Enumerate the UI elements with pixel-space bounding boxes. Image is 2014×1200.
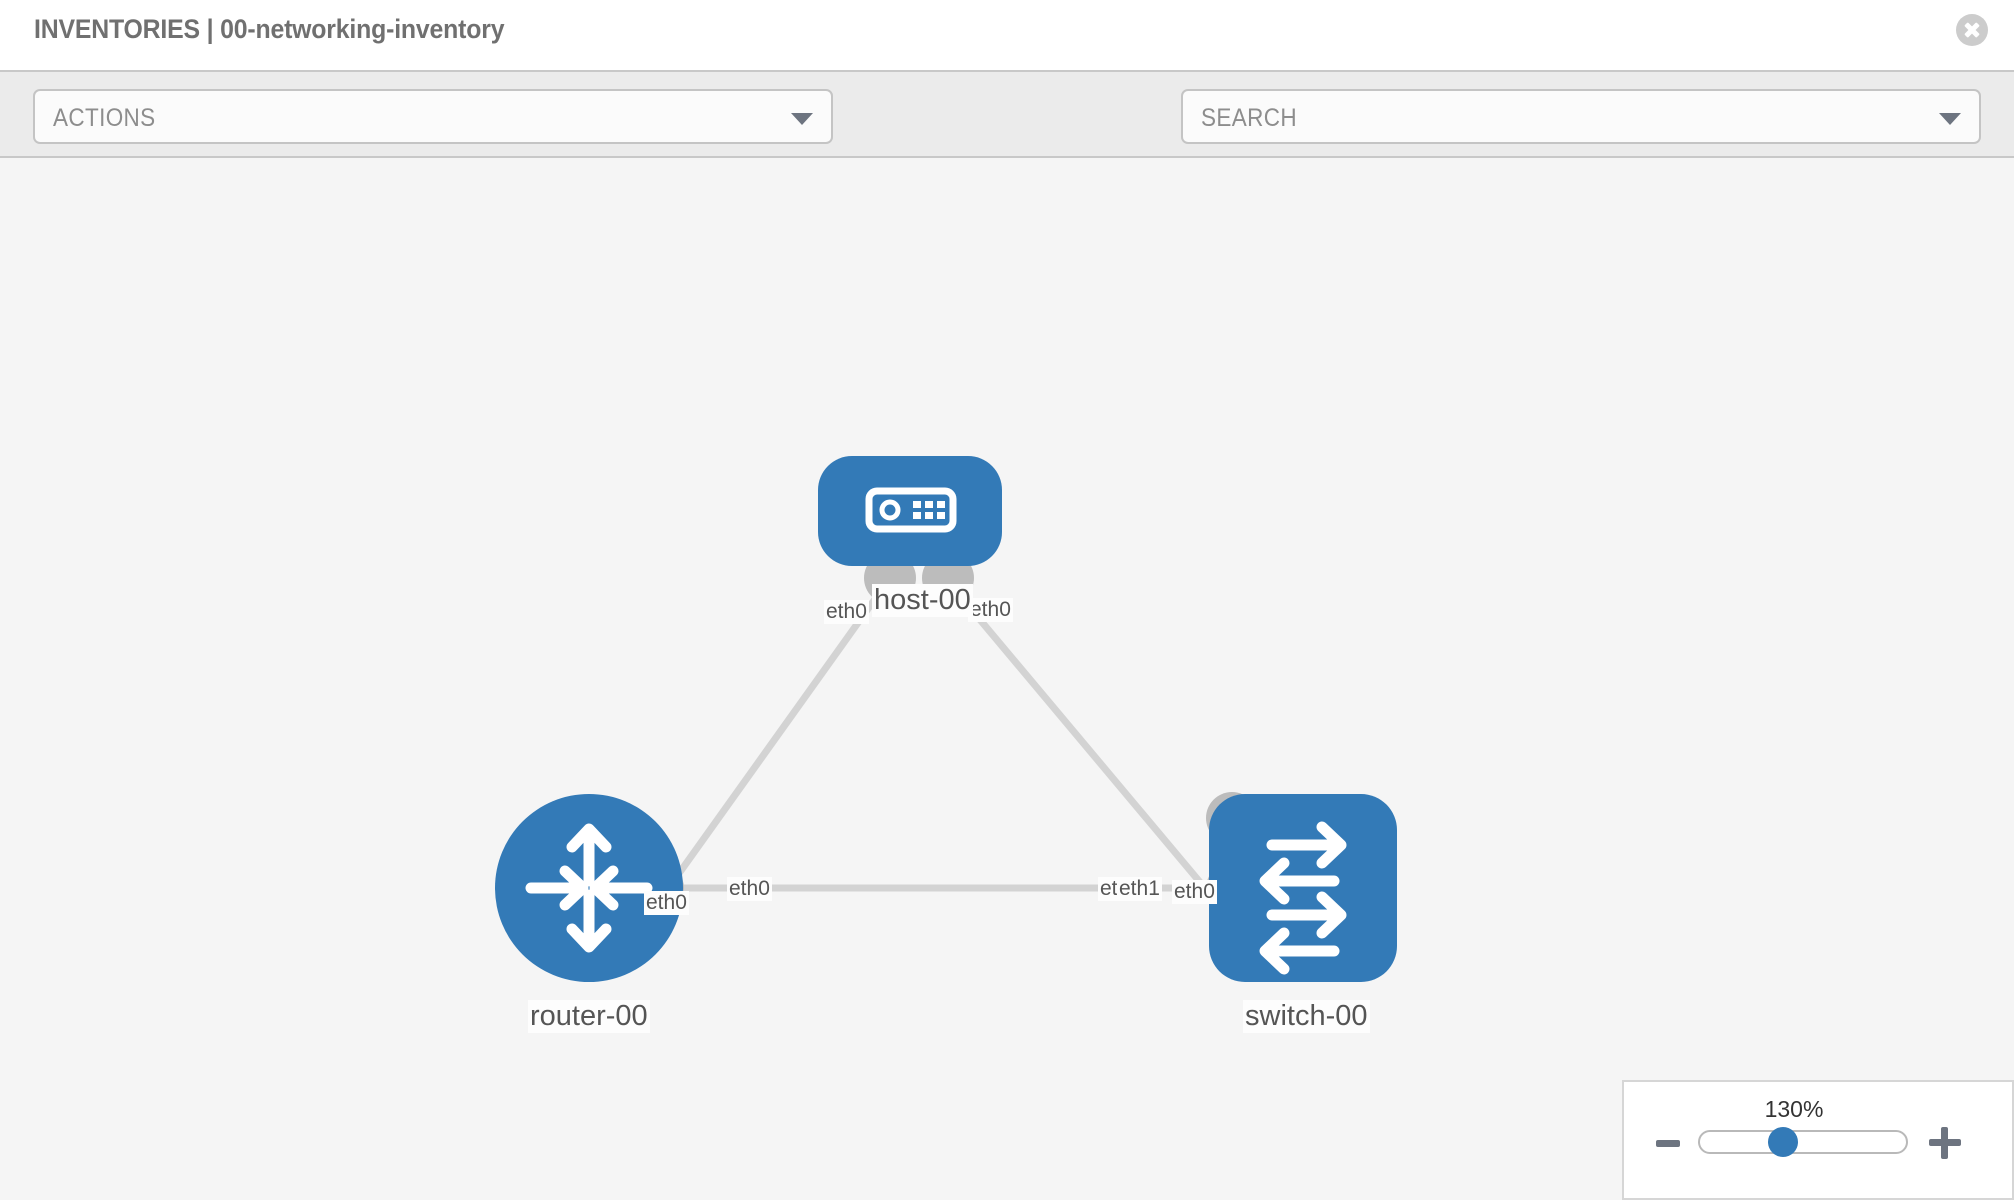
link-host-switch (942, 575, 1233, 921)
page-header: INVENTORIES | 00-networking-inventory (0, 0, 2014, 70)
node-host-00[interactable] (818, 456, 1002, 566)
node-switch-00-body[interactable] (1209, 794, 1397, 982)
close-icon[interactable] (1956, 14, 1988, 46)
zoom-in-button[interactable] (1929, 1127, 1961, 1159)
link-line (942, 575, 1233, 921)
iface-label: eth0 (727, 877, 772, 901)
actions-dropdown[interactable]: ACTIONS (33, 89, 833, 144)
search-placeholder: SEARCH (1201, 104, 1297, 132)
server-icon (865, 487, 957, 533)
topology-graph (495, 456, 1397, 982)
zoom-control-panel: 130% (1622, 1080, 2014, 1200)
node-router-00[interactable] (495, 794, 683, 982)
node-switch-00[interactable] (1209, 794, 1397, 982)
zoom-out-button[interactable] (1656, 1140, 1680, 1147)
node-label-switch: switch-00 (1243, 1000, 1370, 1033)
iface-label: eth0 (824, 600, 869, 624)
zoom-level-label: 130% (1764, 1096, 1824, 1122)
node-router-00-body[interactable] (495, 794, 683, 982)
search-input[interactable]: SEARCH (1181, 89, 1981, 144)
zoom-slider-track[interactable] (1698, 1130, 1908, 1154)
node-label-router: router-00 (528, 1000, 650, 1033)
iface-label: eth0 (644, 891, 689, 915)
toolbar: ACTIONS SEARCH (0, 70, 2014, 200)
iface-label: eth1 (1117, 877, 1162, 901)
node-label-host: host-00 (872, 584, 973, 617)
router-arrows-icon (525, 823, 653, 953)
iface-label: eth0 (1172, 880, 1217, 904)
page-title: INVENTORIES | 00-networking-inventory (34, 14, 505, 44)
link-line (657, 575, 893, 903)
iface-label: eth0 (968, 598, 1013, 622)
chevron-down-icon[interactable] (1939, 113, 1961, 125)
topology-canvas[interactable]: eth0 eth0 eth0 eth0 eth0 eth0 eth1 host-… (0, 158, 2014, 1200)
node-host-00-body[interactable] (818, 456, 1002, 566)
chevron-down-icon (791, 113, 813, 125)
switch-arrows-icon (1259, 821, 1347, 975)
zoom-slider-thumb[interactable] (1768, 1127, 1798, 1157)
link-host-router (657, 575, 893, 903)
actions-dropdown-label: ACTIONS (53, 104, 156, 132)
